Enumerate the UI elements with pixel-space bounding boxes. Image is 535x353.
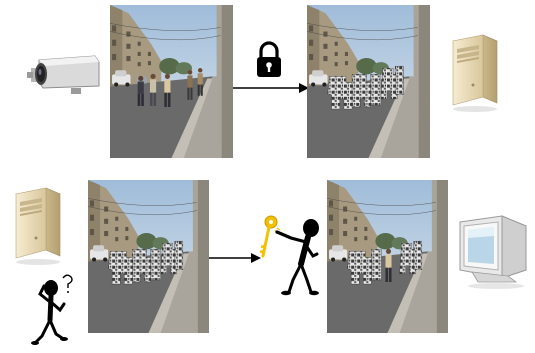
frame-original bbox=[110, 5, 233, 158]
stick-figure-with-key-icon bbox=[259, 210, 325, 300]
arrow-encrypt bbox=[233, 81, 309, 95]
padlock-icon bbox=[254, 40, 284, 80]
frame-encrypted bbox=[307, 5, 430, 158]
confused-stick-figure-icon bbox=[30, 272, 80, 352]
crt-monitor-icon bbox=[456, 212, 530, 290]
server-tower-icon bbox=[6, 186, 66, 266]
server-tower-icon bbox=[443, 33, 503, 113]
frame-stored-encrypted bbox=[88, 180, 209, 333]
arrow-decrypt bbox=[209, 251, 261, 265]
key-icon bbox=[260, 216, 280, 256]
surveillance-camera-icon bbox=[25, 52, 103, 96]
frame-decrypted bbox=[327, 180, 448, 333]
